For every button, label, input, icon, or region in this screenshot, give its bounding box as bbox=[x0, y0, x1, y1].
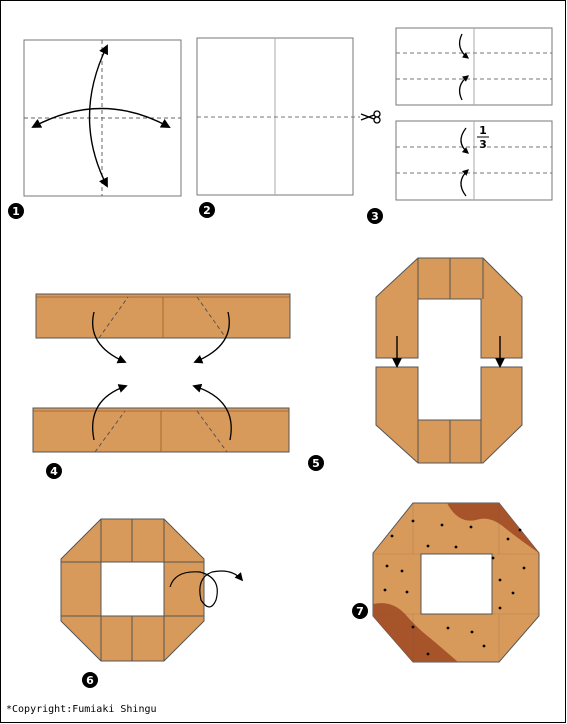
step-badge-4: 4 bbox=[46, 463, 62, 479]
fold-arrow-down bbox=[458, 33, 470, 59]
step-badge-7: 7 bbox=[352, 603, 368, 619]
fold-arrow-down bbox=[460, 127, 469, 154]
fraction-numerator: 1 bbox=[479, 124, 487, 137]
svg-text:1: 1 bbox=[12, 205, 20, 218]
scissors-icon bbox=[360, 110, 381, 124]
svg-text:4: 4 bbox=[50, 465, 58, 478]
step-3-diagram: 1 3 bbox=[395, 27, 553, 201]
fold-arrow bbox=[192, 383, 232, 441]
upper-half bbox=[375, 257, 523, 359]
step-badge-2: 2 bbox=[199, 202, 215, 218]
svg-text:6: 6 bbox=[86, 674, 94, 687]
turn-over-arrow bbox=[169, 570, 244, 608]
step-6-diagram bbox=[60, 518, 244, 662]
step-5-diagram bbox=[375, 257, 523, 464]
fold-arrow-up bbox=[460, 169, 469, 197]
step-badge-6: 6 bbox=[82, 672, 98, 688]
fold-arrow bbox=[92, 311, 127, 364]
step-badge-3: 3 bbox=[367, 208, 383, 224]
fold-arrow bbox=[193, 311, 230, 364]
center-hole bbox=[420, 553, 493, 615]
step-4-diagram bbox=[32, 293, 291, 453]
fold-arrow-vertical bbox=[88, 44, 108, 188]
svg-text:7: 7 bbox=[356, 605, 364, 618]
step-badge-1: 1 bbox=[8, 203, 24, 219]
center-hole bbox=[100, 561, 165, 617]
svg-text:3: 3 bbox=[371, 210, 379, 223]
step-1-diagram bbox=[23, 39, 182, 197]
step-badge-5: 5 bbox=[308, 455, 324, 471]
fraction-denominator: 3 bbox=[479, 138, 487, 151]
lower-half bbox=[375, 366, 523, 464]
step-2-diagram bbox=[196, 37, 360, 196]
step-7-diagram bbox=[372, 502, 540, 663]
svg-text:5: 5 bbox=[312, 457, 320, 470]
copyright-notice: *Copyright:Fumiaki Shingu bbox=[6, 704, 157, 715]
fold-arrow bbox=[92, 384, 128, 441]
sprinkles bbox=[383, 519, 526, 656]
icing-top-right bbox=[447, 503, 539, 553]
svg-text:2: 2 bbox=[203, 204, 211, 217]
fold-arrow-up bbox=[458, 75, 470, 101]
icing-bottom-left bbox=[373, 603, 458, 662]
